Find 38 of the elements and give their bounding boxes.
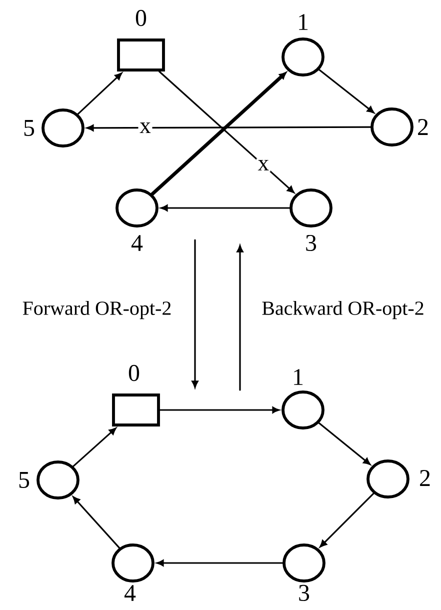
- node-number: 3: [306, 234, 316, 252]
- customer-circle: [370, 108, 414, 146]
- node-number: 0: [136, 10, 146, 26]
- node-number: 2: [418, 119, 428, 135]
- arrow: [318, 422, 371, 465]
- arrow: [72, 428, 116, 468]
- node-number: 4: [124, 585, 136, 601]
- customer-circle: [282, 544, 326, 582]
- depot-box: [117, 38, 165, 72]
- node-number: 5: [24, 120, 34, 136]
- customer-circle: [116, 188, 158, 228]
- depot-box: [112, 394, 160, 426]
- edge-label: x: [256, 158, 270, 172]
- edge-label: x: [138, 121, 152, 134]
- node-number: 4: [131, 235, 143, 251]
- operation-label: Backward OR-opt-2: [262, 300, 424, 320]
- arrow: [72, 496, 120, 549]
- arrow: [160, 204, 290, 212]
- customer-circle: [290, 188, 332, 228]
- node-number: 3: [299, 584, 310, 602]
- customer-circle: [112, 544, 154, 582]
- operation-label: Forward OR-opt-2: [22, 300, 171, 320]
- arrow: [77, 72, 122, 115]
- arrow: [159, 406, 280, 414]
- node-number: 5: [19, 472, 30, 488]
- customer-circle: [282, 390, 324, 430]
- node-number: 2: [420, 470, 430, 486]
- customer-circle: [282, 38, 324, 76]
- customer-circle: [36, 460, 80, 500]
- node-number: 0: [128, 364, 140, 382]
- arrow: [156, 560, 284, 566]
- node-number: 1: [299, 14, 308, 30]
- arrow: [320, 492, 374, 548]
- arrow: [86, 124, 372, 132]
- customer-circle: [42, 108, 84, 148]
- arrow: [318, 68, 374, 114]
- node-number: 1: [294, 369, 303, 385]
- customer-circle: [366, 460, 410, 498]
